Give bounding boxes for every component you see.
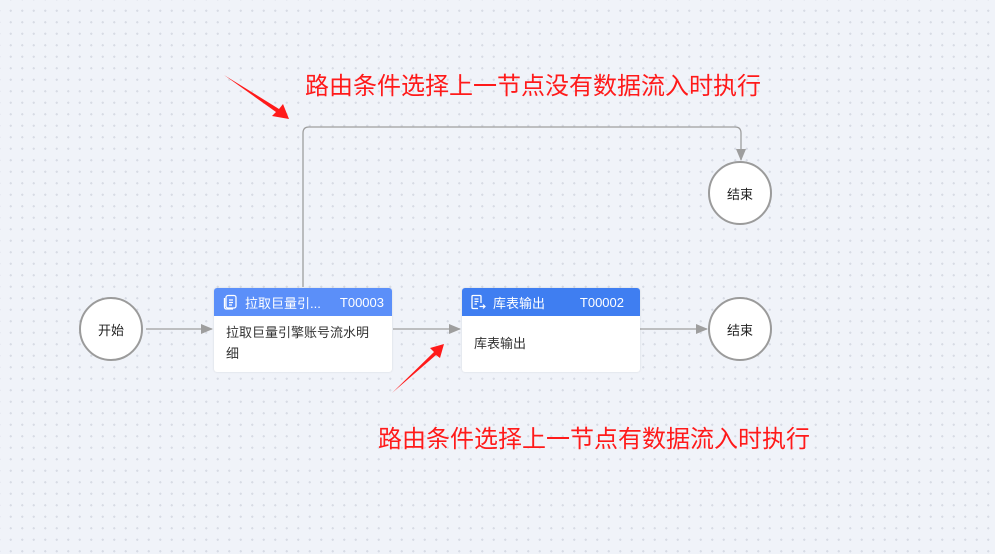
end-node-right-label: 结束 [726, 322, 753, 338]
end-node-top[interactable]: 结束 [708, 161, 772, 225]
end-node-right[interactable]: 结束 [708, 297, 772, 361]
task-node-header: 拉取巨量引... T00003 [214, 288, 392, 316]
table-export-icon [471, 294, 486, 310]
annotation-arrow-bottom [392, 344, 444, 393]
task-node-code: T00003 [339, 294, 384, 310]
task-node-title: 库表输出 [493, 295, 546, 311]
task-node-code: T00002 [579, 294, 624, 310]
annotation-bottom: 路由条件选择上一节点有数据流入时执行 [378, 426, 810, 453]
task-node-description: 库表输出 [474, 336, 527, 351]
task-node-header: 库表输出 T00002 [462, 288, 640, 316]
annotation-arrow-top [224, 75, 289, 119]
end-node-top-label: 结束 [726, 186, 753, 202]
task-node-t00003[interactable]: 拉取巨量引... T00003 拉取巨量引擎账号流水明细 [214, 288, 392, 372]
copy-document-icon [223, 294, 237, 310]
task-node-title: 拉取巨量引... [245, 295, 321, 311]
annotation-top: 路由条件选择上一节点没有数据流入时执行 [305, 73, 761, 100]
start-node-label: 开始 [97, 322, 124, 338]
start-node[interactable]: 开始 [79, 297, 143, 361]
task-node-t00002[interactable]: 库表输出 T00002 库表输出 [462, 288, 640, 372]
edge-task1-to-end-top [302, 126, 746, 287]
task-node-description: 拉取巨量引擎账号流水明细 [226, 325, 370, 361]
